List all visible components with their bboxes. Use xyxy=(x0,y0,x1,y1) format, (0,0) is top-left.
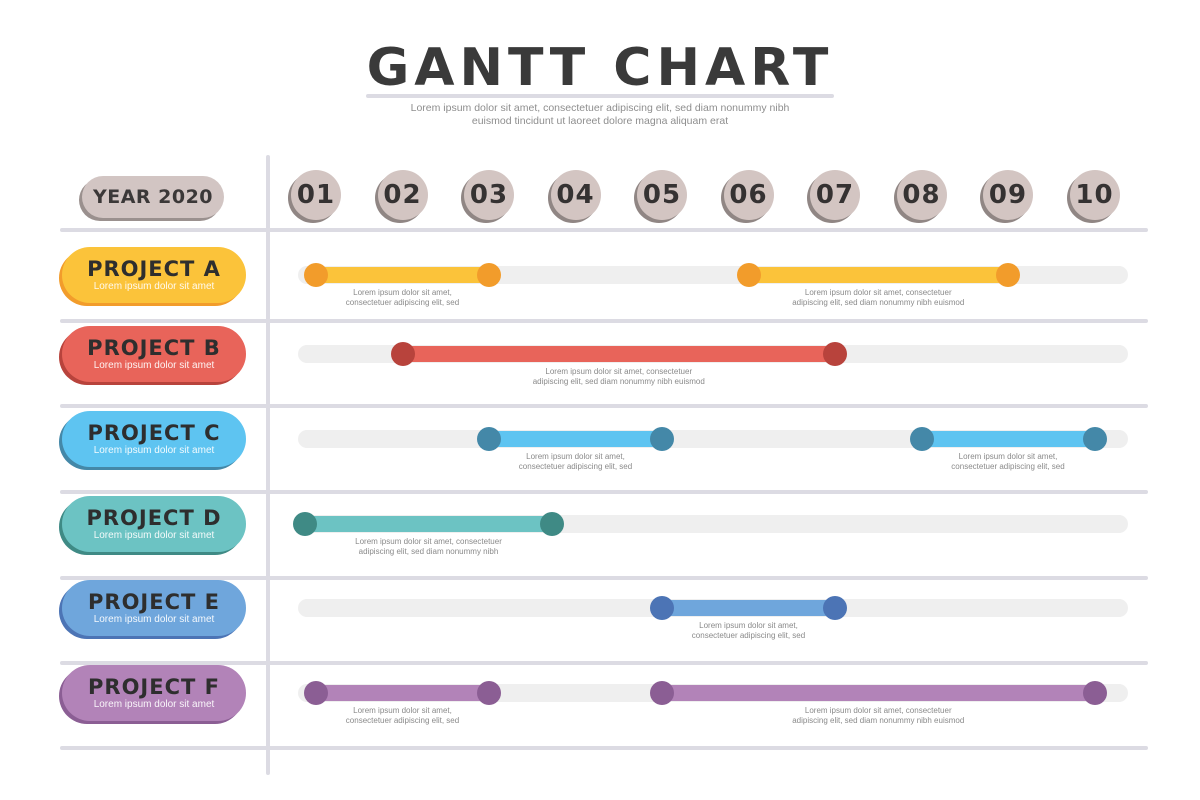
task-description-line-1: Lorem ipsum dolor sit amet, consectetuer xyxy=(545,367,693,376)
month-04: 04 xyxy=(550,170,601,220)
task-description-line-1: Lorem ipsum dolor sit amet, consectetuer xyxy=(355,537,502,546)
task-description: Lorem ipsum dolor sit amet, consectetuer… xyxy=(758,288,998,308)
task-description-line-2: consectetuer adipiscing elit, sed xyxy=(345,716,460,725)
task-description-line-2: adipiscing elit, sed diam nonummy nibh xyxy=(358,547,499,556)
project-description: Lorem ipsum dolor sit amet xyxy=(93,530,215,541)
task-bar[interactable] xyxy=(662,600,835,616)
month-03: 03 xyxy=(464,170,514,220)
grid-row-line xyxy=(60,228,1148,232)
task-description: Lorem ipsum dolor sit amet, consectetuer… xyxy=(309,537,549,557)
chart-subtitle: Lorem ipsum dolor sit amet, consectetuer… xyxy=(300,102,900,128)
project-description: Lorem ipsum dolor sit amet xyxy=(93,614,215,625)
task-description-line-1: Lorem ipsum dolor sit amet, consectetuer xyxy=(804,288,952,297)
project-name: PROJECT D xyxy=(86,506,222,530)
project-description: Lorem ipsum dolor sit amet xyxy=(93,360,215,371)
task-description-line-1: Lorem ipsum dolor sit amet, consectetuer xyxy=(804,706,952,715)
task-description: Lorem ipsum dolor sit amet,consectetuer … xyxy=(283,706,523,726)
grid-row-line xyxy=(60,319,1148,323)
task-end-marker[interactable] xyxy=(477,681,501,705)
project-name: PROJECT B xyxy=(87,336,221,360)
task-description-line-2: consectetuer adipiscing elit, sed xyxy=(518,462,633,471)
month-09: 09 xyxy=(983,170,1033,220)
task-bar[interactable] xyxy=(662,685,1095,701)
task-description-line-2: consectetuer adipiscing elit, sed xyxy=(951,462,1065,471)
task-start-marker[interactable] xyxy=(304,263,328,287)
task-start-marker[interactable] xyxy=(736,263,761,287)
task-end-marker[interactable] xyxy=(1082,427,1107,451)
grid-vertical-divider xyxy=(266,155,270,775)
task-description-line-2: adipiscing elit, sed diam nonummy nibh e… xyxy=(532,377,705,386)
grid-row-line xyxy=(60,404,1148,408)
grid-row-line xyxy=(60,576,1148,580)
year-label: YEAR 2020 xyxy=(82,176,224,218)
task-description: Lorem ipsum dolor sit amet,consectetuer … xyxy=(456,452,696,472)
grid-row-line xyxy=(60,746,1148,750)
task-bar[interactable] xyxy=(402,346,835,362)
task-description: Lorem ipsum dolor sit amet, consectetuer… xyxy=(758,706,998,726)
task-bar[interactable] xyxy=(305,516,552,532)
task-start-marker[interactable] xyxy=(304,681,328,705)
task-description-line-2: consectetuer adipiscing elit, sed xyxy=(345,298,460,307)
task-bar[interactable] xyxy=(316,685,489,701)
task-bar[interactable] xyxy=(748,267,1008,283)
project-name: PROJECT C xyxy=(87,421,221,445)
task-end-marker[interactable] xyxy=(477,263,501,287)
task-description: Lorem ipsum dolor sit amet,consectetuer … xyxy=(283,288,523,308)
month-05: 05 xyxy=(637,170,687,220)
task-end-marker[interactable] xyxy=(996,263,1020,287)
task-description: Lorem ipsum dolor sit amet,consectetuer … xyxy=(888,452,1128,472)
chart-title: GANTT CHART xyxy=(366,38,834,98)
task-description-line-1: Lorem ipsum dolor sit amet, xyxy=(526,452,625,461)
grid-row-line xyxy=(60,661,1148,665)
task-start-marker[interactable] xyxy=(477,427,501,451)
project-name: PROJECT A xyxy=(87,257,221,281)
project-description: Lorem ipsum dolor sit amet xyxy=(93,281,215,292)
month-02: 02 xyxy=(377,170,428,220)
month-06: 06 xyxy=(723,170,774,220)
task-start-marker[interactable] xyxy=(293,512,317,536)
task-start-marker[interactable] xyxy=(650,596,674,620)
project-name: PROJECT F xyxy=(88,675,220,699)
task-end-marker[interactable] xyxy=(823,342,847,366)
task-description-line-1: Lorem ipsum dolor sit amet, xyxy=(353,706,452,715)
task-start-marker[interactable] xyxy=(650,681,674,705)
subtitle-line-2: euismod tincidunt ut laoreet dolore magn… xyxy=(471,115,729,127)
task-start-marker[interactable] xyxy=(909,427,934,451)
grid-row-line xyxy=(60,490,1148,494)
task-description: Lorem ipsum dolor sit amet, consectetuer… xyxy=(499,367,739,387)
task-end-marker[interactable] xyxy=(650,427,674,451)
task-bar[interactable] xyxy=(489,431,662,447)
title-underline xyxy=(366,94,834,98)
month-01: 01 xyxy=(291,170,341,220)
project-description: Lorem ipsum dolor sit amet xyxy=(93,445,215,456)
task-description-line-2: adipiscing elit, sed diam nonummy nibh e… xyxy=(792,298,965,307)
project-name: PROJECT E xyxy=(88,590,220,614)
task-description-line-2: adipiscing elit, sed diam nonummy nibh e… xyxy=(792,716,965,725)
task-description-line-2: consectetuer adipiscing elit, sed xyxy=(691,631,806,640)
task-start-marker[interactable] xyxy=(390,342,415,366)
task-end-marker[interactable] xyxy=(540,512,564,536)
task-description-line-1: Lorem ipsum dolor sit amet, xyxy=(958,452,1058,461)
month-10: 10 xyxy=(1069,170,1120,220)
task-end-marker[interactable] xyxy=(823,596,847,620)
task-end-marker[interactable] xyxy=(1082,681,1107,705)
task-bar[interactable] xyxy=(316,267,489,283)
month-07: 07 xyxy=(810,170,860,220)
project-description: Lorem ipsum dolor sit amet xyxy=(93,699,215,710)
month-08: 08 xyxy=(896,170,947,220)
task-description-line-1: Lorem ipsum dolor sit amet, xyxy=(353,288,452,297)
task-description: Lorem ipsum dolor sit amet,consectetuer … xyxy=(629,621,869,641)
task-bar[interactable] xyxy=(921,431,1095,447)
task-description-line-1: Lorem ipsum dolor sit amet, xyxy=(699,621,798,630)
subtitle-line-1: Lorem ipsum dolor sit amet, consectetuer… xyxy=(410,102,790,114)
